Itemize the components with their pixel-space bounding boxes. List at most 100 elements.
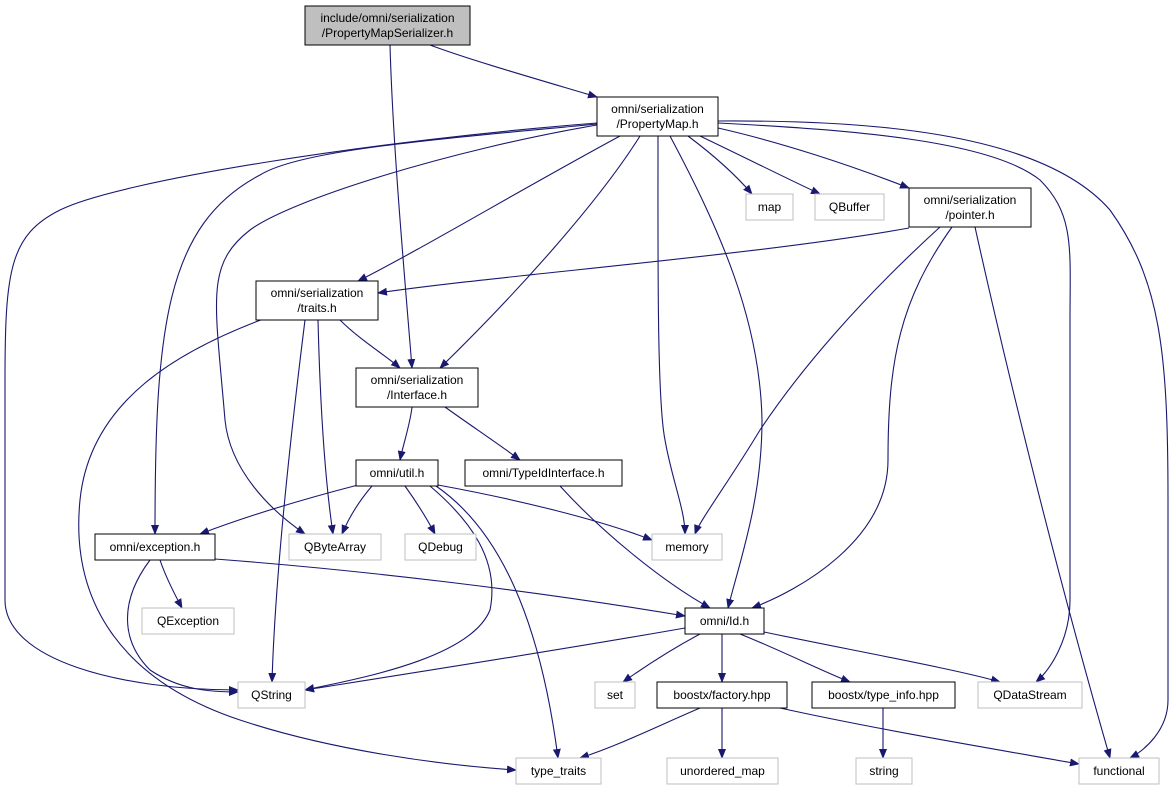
edge-line xyxy=(739,633,851,683)
node-box xyxy=(656,681,788,709)
edge-typeid-to-idh xyxy=(559,485,711,609)
node-label: omni/exception.h xyxy=(110,540,201,554)
edge-pm-to-pointer xyxy=(717,127,910,189)
node-factory[interactable]: boostx/factory.hpp xyxy=(656,681,788,709)
edge-root-to-interface xyxy=(389,44,416,369)
node-label: type_traits xyxy=(531,764,586,778)
node-label: omni/serialization xyxy=(271,286,364,300)
node-qbytearray: QByteArray xyxy=(288,533,382,561)
nodes-layer: include/omni/serialization/PropertyMapSe… xyxy=(94,5,1160,785)
edge-line xyxy=(397,406,413,461)
edge-traits-to-qbytearray xyxy=(317,319,336,535)
node-box xyxy=(908,187,1032,228)
edge-idh-to-typeinfo xyxy=(739,633,851,683)
node-functional: functional xyxy=(1078,757,1160,785)
node-box xyxy=(255,280,379,321)
edge-line xyxy=(389,44,416,369)
edge-line xyxy=(404,485,436,535)
node-label: /traits.h xyxy=(297,301,336,315)
node-typeid[interactable]: omni/TypeIdInterface.h xyxy=(464,459,623,487)
node-label: /Interface.h xyxy=(387,388,447,402)
node-label: set xyxy=(607,688,624,702)
edge-exception-to-qexception xyxy=(159,559,183,609)
edge-line xyxy=(687,135,753,195)
node-qbuffer: QBuffer xyxy=(814,193,885,221)
node-label: /PropertyMapSerializer.h xyxy=(322,26,453,40)
node-label: omni/serialization xyxy=(371,373,464,387)
edge-line xyxy=(341,485,373,535)
edge-interface-to-util xyxy=(397,406,413,461)
edge-line xyxy=(151,123,598,535)
node-label: memory xyxy=(665,540,708,554)
edge-line xyxy=(317,319,336,535)
edge-traits-to-qstring xyxy=(268,319,306,683)
node-map: map xyxy=(745,193,794,221)
edge-line xyxy=(717,122,1071,683)
edge-line xyxy=(437,484,653,541)
edge-line xyxy=(751,226,953,609)
edge-pointer-to-memory xyxy=(694,226,941,535)
edge-line xyxy=(559,485,711,609)
node-label: QBuffer xyxy=(829,200,870,214)
edge-traits-to-interface xyxy=(339,319,401,369)
edge-exception-to-idh xyxy=(214,558,686,619)
edge-line xyxy=(429,44,598,99)
edge-pm-to-memory xyxy=(657,135,689,535)
node-label: /PropertyMap.h xyxy=(616,117,698,131)
node-label: omni/serialization xyxy=(924,193,1017,207)
edge-line xyxy=(268,319,306,683)
node-label: QByteArray xyxy=(304,540,366,554)
edge-line xyxy=(214,558,686,619)
node-type-traits: type_traits xyxy=(515,757,602,785)
node-root[interactable]: include/omni/serialization/PropertyMapSe… xyxy=(304,5,471,46)
node-label: QDebug xyxy=(418,540,463,554)
node-box xyxy=(594,681,636,709)
node-box xyxy=(355,367,479,408)
node-qstring: QString xyxy=(237,681,306,709)
node-util[interactable]: omni/util.h xyxy=(355,459,439,487)
node-box xyxy=(855,757,913,785)
node-interface[interactable]: omni/serialization/Interface.h xyxy=(355,367,479,408)
edge-line xyxy=(339,319,401,369)
edge-util-to-qstring xyxy=(304,485,493,692)
edge-pointer-to-traits xyxy=(377,227,910,296)
node-box xyxy=(811,681,956,709)
node-box xyxy=(666,757,779,785)
node-pm[interactable]: omni/serialization/PropertyMap.h xyxy=(596,96,719,137)
node-label: functional xyxy=(1093,764,1144,778)
edge-factory-to-type_traits xyxy=(579,707,701,760)
edge-line xyxy=(579,707,701,760)
edge-line xyxy=(974,226,1112,759)
node-exception[interactable]: omni/exception.h xyxy=(94,533,216,561)
edge-exception-to-qstring xyxy=(126,559,239,696)
edge-pm-to-traits xyxy=(357,135,621,282)
node-idh[interactable]: omni/Id.h xyxy=(684,607,765,635)
edge-line xyxy=(78,317,517,774)
edge-idh-to-qstring xyxy=(304,627,686,693)
node-box xyxy=(237,681,306,709)
node-pointer[interactable]: omni/serialization/pointer.h xyxy=(908,187,1032,228)
node-label: map xyxy=(758,200,782,214)
node-box xyxy=(596,96,719,137)
node-typeinfo[interactable]: boostx/type_info.hpp xyxy=(811,681,956,709)
edge-line xyxy=(4,122,598,694)
node-traits[interactable]: omni/serialization/traits.h xyxy=(255,280,379,321)
edge-idh-to-qdatastream xyxy=(763,631,1001,684)
edge-util-to-exception xyxy=(199,484,359,535)
edge-util-to-type_traits xyxy=(435,485,561,759)
edge-pm-to-qbytearray xyxy=(215,124,598,535)
node-box xyxy=(288,533,382,561)
node-box xyxy=(94,533,216,561)
node-box xyxy=(141,607,235,635)
edge-pointer-to-idh xyxy=(751,226,953,609)
edge-util-to-qdebug xyxy=(404,485,436,535)
edge-line xyxy=(657,135,689,535)
node-box xyxy=(977,681,1083,709)
node-box xyxy=(1078,757,1160,785)
node-label: /pointer.h xyxy=(945,208,994,222)
node-label: boostx/factory.hpp xyxy=(673,688,770,702)
edge-root-to-pm xyxy=(429,44,598,99)
edge-line xyxy=(622,633,701,683)
edge-line xyxy=(304,485,493,692)
edge-line xyxy=(435,485,561,759)
